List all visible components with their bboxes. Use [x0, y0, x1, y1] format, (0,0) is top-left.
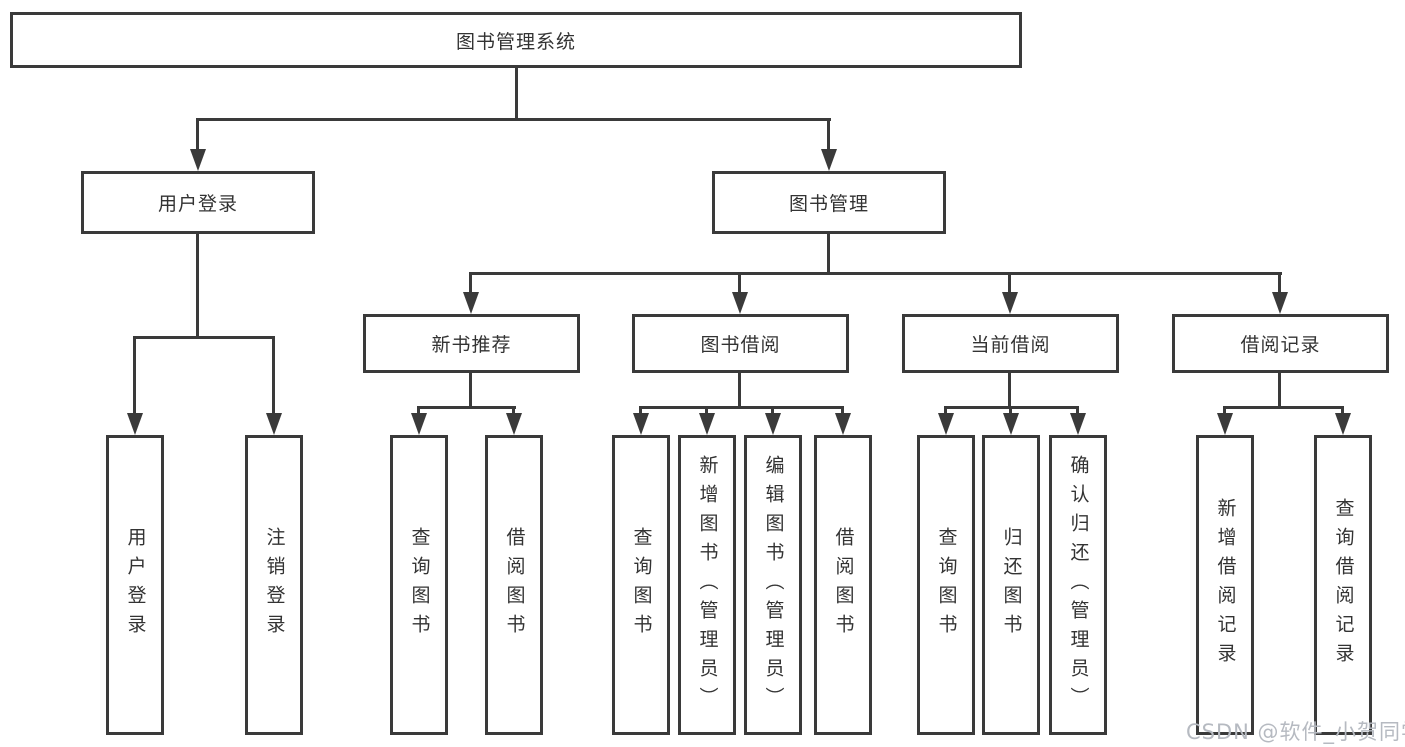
edge-current-borrow-stem: [1008, 373, 1011, 408]
edge-to-leaf-e1: [1341, 406, 1344, 416]
leaf-query-borrow-record: 查询借阅记录: [1314, 435, 1372, 735]
edge-to-borrow-records: [1278, 272, 1281, 294]
arrow-leaf-logout-icon: [266, 413, 282, 435]
edge-to-leaf-user-login: [133, 336, 136, 415]
leaf-return-books: 归还图书: [982, 435, 1040, 735]
arrow-leaf-d2-icon: [1070, 413, 1086, 435]
node-borrow-records: 借阅记录: [1172, 314, 1389, 373]
arrow-user-login-icon: [190, 149, 206, 171]
node-user-login: 用户登录: [81, 171, 315, 234]
edge-to-leaf-b0: [417, 406, 420, 416]
edge-to-leaf-d1: [1009, 406, 1012, 416]
arrow-leaf-e0-icon: [1217, 413, 1233, 435]
leaf-recommend-query-books-label: 查询图书: [408, 527, 431, 643]
edge-new-book-bus: [418, 406, 516, 409]
edge-to-leaf-d0: [944, 406, 947, 416]
arrow-leaf-c2-icon: [765, 413, 781, 435]
leaf-recommend-borrow-books-label: 借阅图书: [503, 527, 526, 643]
edge-book-management-stem: [827, 234, 830, 274]
leaf-confirm-return-admin-label: 确认归还（管理员）: [1067, 454, 1090, 716]
edge-book-borrow-stem: [738, 373, 741, 408]
arrow-new-book-icon: [463, 292, 479, 314]
arrow-leaf-user-login-icon: [127, 413, 143, 435]
edge-to-leaf-b1: [512, 406, 515, 416]
edge-book-management-bus: [470, 272, 1282, 275]
leaf-confirm-return-admin: 确认归还（管理员）: [1049, 435, 1107, 735]
edge-book-borrow-bus: [640, 406, 844, 409]
arrow-leaf-c3-icon: [835, 413, 851, 435]
edge-to-leaf-logout: [272, 336, 275, 415]
edge-to-user-login: [196, 118, 199, 151]
edge-borrow-records-bus: [1224, 406, 1344, 409]
leaf-borrow-query-books-label: 查询图书: [630, 527, 653, 643]
node-current-borrow-label: 当前借阅: [970, 334, 1051, 356]
leaf-logout-label: 注销登录: [263, 527, 286, 643]
leaf-query-borrow-record-label: 查询借阅记录: [1332, 498, 1355, 672]
leaf-borrow-books: 借阅图书: [814, 435, 872, 735]
arrow-book-borrow-icon: [732, 292, 748, 314]
leaf-add-borrow-record-label: 新增借阅记录: [1214, 498, 1237, 672]
edge-new-book-stem: [469, 373, 472, 408]
node-user-login-label: 用户登录: [157, 193, 238, 215]
node-book-management: 图书管理: [712, 171, 946, 234]
node-root-label: 图书管理系统: [455, 30, 576, 53]
arrow-leaf-d0-icon: [938, 413, 954, 435]
edge-to-leaf-e0: [1223, 406, 1226, 416]
leaf-recommend-borrow-books: 借阅图书: [485, 435, 543, 735]
edge-to-leaf-c3: [841, 406, 844, 416]
arrow-leaf-c0-icon: [633, 413, 649, 435]
arrow-book-management-icon: [821, 149, 837, 171]
arrow-leaf-c1-icon: [699, 413, 715, 435]
edge-root-stem: [515, 68, 518, 121]
leaf-add-borrow-record: 新增借阅记录: [1196, 435, 1254, 735]
leaf-current-query-books-label: 查询图书: [935, 527, 958, 643]
arrow-current-borrow-icon: [1002, 292, 1018, 314]
edge-current-borrow-bus: [945, 406, 1079, 409]
arrow-leaf-b0-icon: [411, 413, 427, 435]
edge-to-leaf-c1: [705, 406, 708, 416]
edge-to-new-book: [469, 272, 472, 294]
edge-to-book-management: [827, 118, 830, 151]
node-book-borrow-label: 图书借阅: [700, 334, 781, 356]
leaf-borrow-books-label: 借阅图书: [832, 527, 855, 643]
arrow-leaf-b1-icon: [506, 413, 522, 435]
node-borrow-records-label: 借阅记录: [1240, 334, 1321, 356]
leaf-logout: 注销登录: [245, 435, 303, 735]
leaf-current-query-books: 查询图书: [917, 435, 975, 735]
leaf-return-books-label: 归还图书: [1000, 527, 1023, 643]
leaf-user-login: 用户登录: [106, 435, 164, 735]
edge-to-current-borrow: [1008, 272, 1011, 294]
leaf-recommend-query-books: 查询图书: [390, 435, 448, 735]
node-book-borrow: 图书借阅: [632, 314, 849, 373]
edge-root-bus: [197, 118, 831, 121]
csdn-watermark: CSDN @软件_小贺同学: [1186, 720, 1405, 744]
edge-to-book-borrow: [738, 272, 741, 294]
node-new-book-recommend: 新书推荐: [363, 314, 580, 373]
leaf-add-book-admin-label: 新增图书（管理员）: [696, 454, 719, 716]
edge-to-leaf-c2: [771, 406, 774, 416]
edge-user-login-stem: [196, 234, 199, 338]
arrow-leaf-d1-icon: [1003, 413, 1019, 435]
edge-user-login-bus: [133, 336, 275, 339]
node-book-management-label: 图书管理: [788, 193, 869, 215]
leaf-user-login-label: 用户登录: [124, 527, 147, 643]
edge-to-leaf-d2: [1076, 406, 1079, 416]
arrow-leaf-e1-icon: [1335, 413, 1351, 435]
leaf-add-book-admin: 新增图书（管理员）: [678, 435, 736, 735]
leaf-borrow-query-books: 查询图书: [612, 435, 670, 735]
edge-borrow-records-stem: [1278, 373, 1281, 408]
leaf-edit-book-admin: 编辑图书（管理员）: [744, 435, 802, 735]
arrow-borrow-records-icon: [1272, 292, 1288, 314]
edge-to-leaf-c0: [639, 406, 642, 416]
node-current-borrow: 当前借阅: [902, 314, 1119, 373]
leaf-edit-book-admin-label: 编辑图书（管理员）: [762, 454, 785, 716]
node-new-book-recommend-label: 新书推荐: [431, 334, 512, 356]
node-root: 图书管理系统: [10, 12, 1022, 68]
